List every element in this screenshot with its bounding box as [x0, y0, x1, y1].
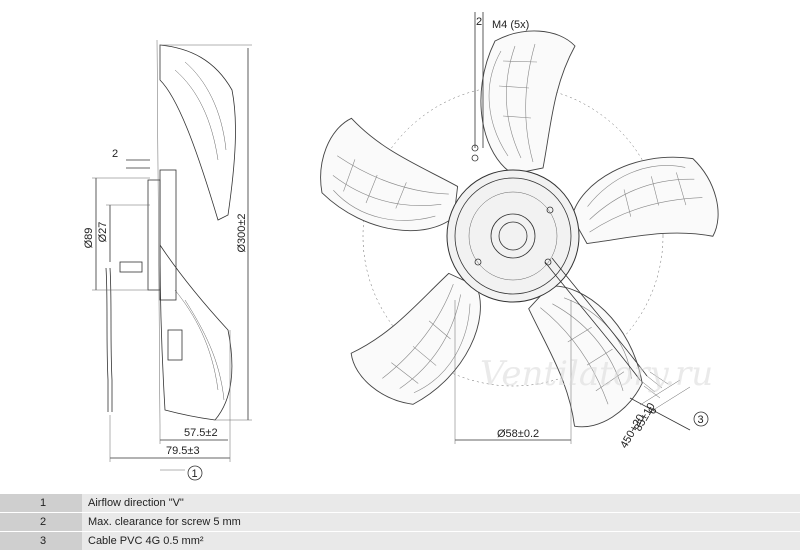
front-dimension-lines [454, 12, 691, 444]
diameter-89-label: Ø89 [83, 228, 95, 249]
legend-text: Airflow direction "V" [82, 494, 800, 512]
cable-6-label: 6 [646, 405, 659, 416]
legend-number: 3 [0, 532, 82, 550]
svg-text:1: 1 [192, 468, 198, 480]
side-dimension-lines [92, 44, 252, 471]
svg-text:3: 3 [698, 414, 704, 426]
side-clearance-label: 2 [112, 148, 118, 160]
legend-number: 2 [0, 513, 82, 531]
legend-table: 1 Airflow direction "V" 2 Max. clearance… [0, 494, 800, 551]
top-clearance-label: 2 [476, 16, 482, 28]
watermark: Ventilatory.ru [480, 354, 713, 394]
diameter-300-label: Ø300±2 [236, 213, 248, 252]
legend-row: 2 Max. clearance for screw 5 mm [0, 513, 800, 532]
diameter-58-label: Ø58±0.2 [497, 428, 539, 440]
legend-text: Max. clearance for screw 5 mm [82, 513, 800, 531]
legend-text: Cable PVC 4G 0.5 mm² [82, 532, 800, 550]
length-57-label: 57.5±2 [184, 427, 218, 439]
airflow-callout: 1 [187, 465, 203, 481]
legend-row: 1 Airflow direction "V" [0, 494, 800, 513]
side-view [105, 39, 236, 426]
legend-row: 3 Cable PVC 4G 0.5 mm² [0, 532, 800, 551]
diameter-27-label: Ø27 [97, 222, 109, 243]
cable-callout: 3 [693, 411, 709, 427]
fan-technical-drawing: 2 Ø89 Ø27 Ø300±2 57.5±2 79.5±3 1 [83, 12, 728, 481]
screw-spec-label: M4 (5x) [492, 19, 529, 31]
legend-number: 1 [0, 494, 82, 512]
front-view [307, 30, 728, 439]
length-79-label: 79.5±3 [166, 445, 200, 457]
